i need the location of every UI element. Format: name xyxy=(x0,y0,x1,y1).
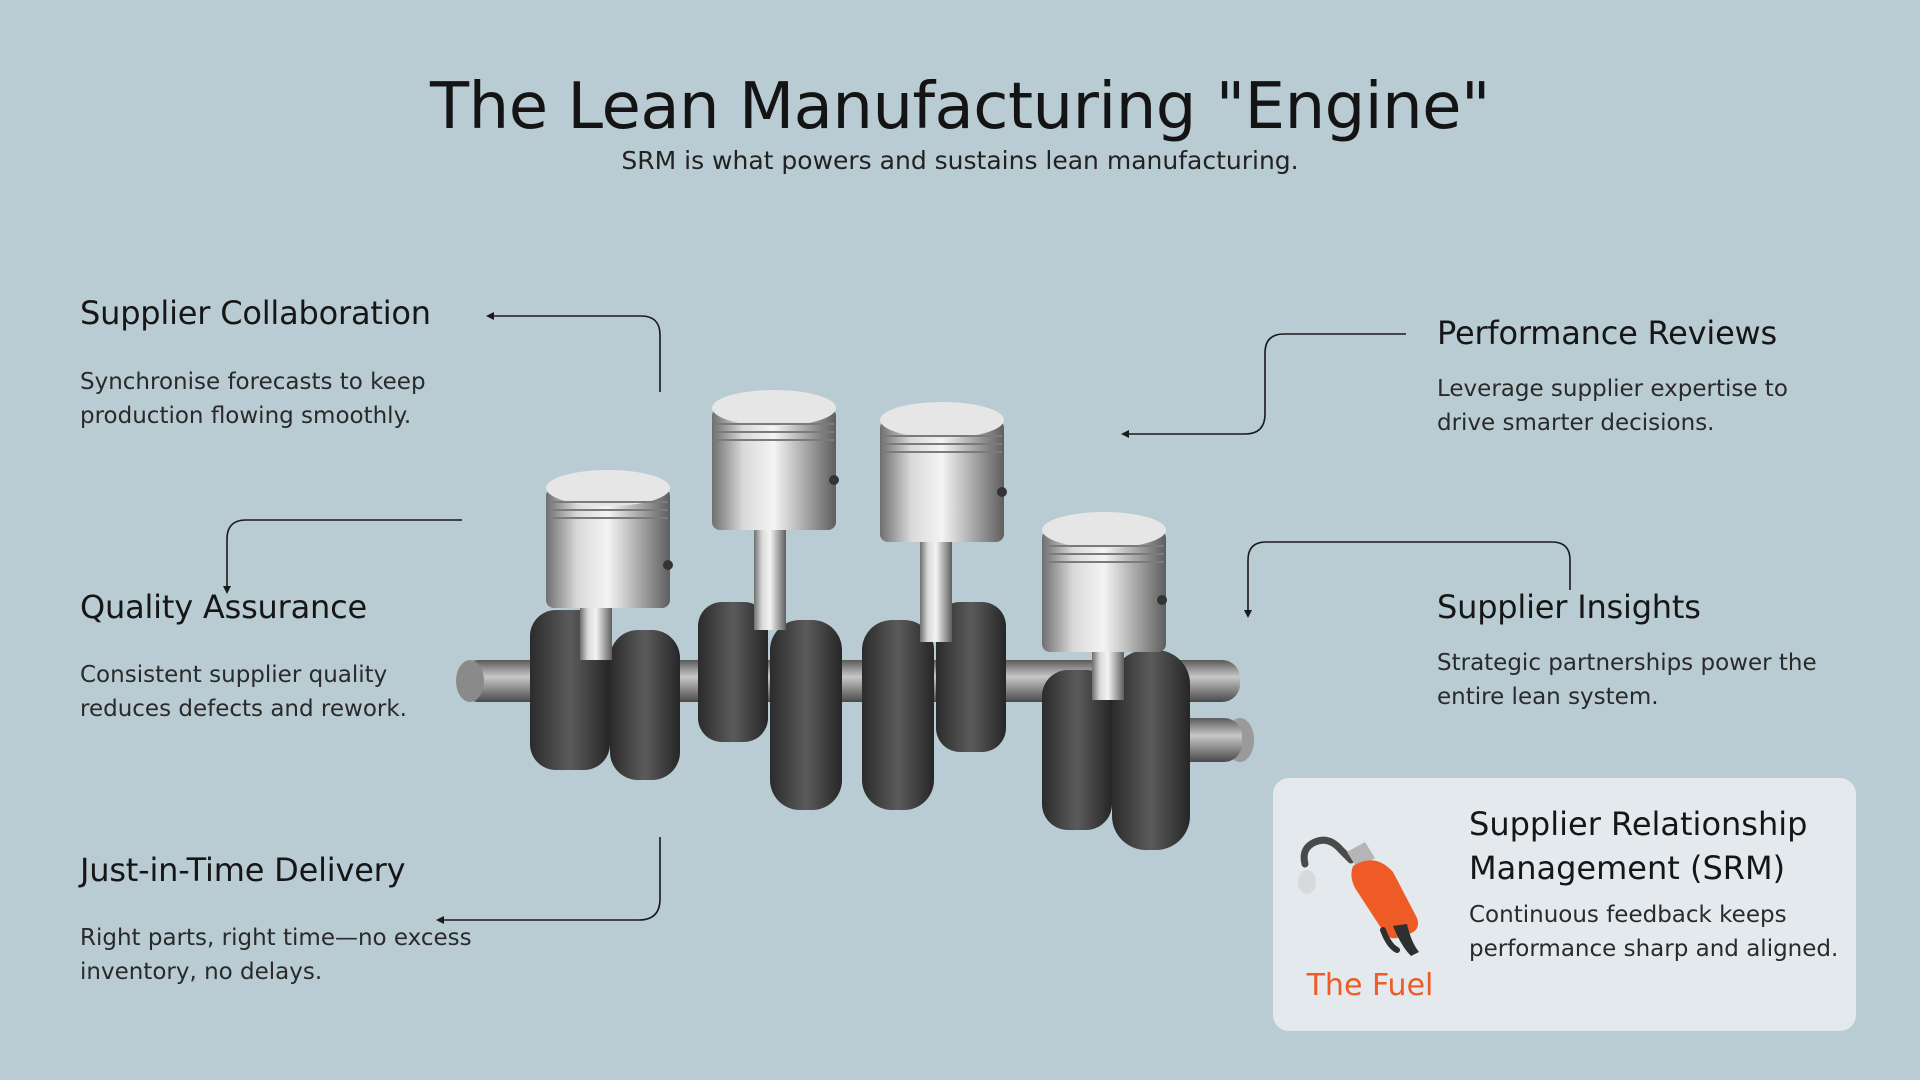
supplier-collaboration-title: Supplier Collaboration xyxy=(80,294,431,332)
performance-reviews-text: Leverage supplier expertise to drive sma… xyxy=(1437,376,1788,436)
just-in-time-title: Just-in-Time Delivery xyxy=(80,851,406,889)
fuel-pump-icon xyxy=(1298,836,1419,956)
performance-reviews-block: Performance Reviews Leverage supplier ex… xyxy=(1437,314,1837,440)
piston-1 xyxy=(530,470,680,780)
page-title: The Lean Manufacturing "Engine" xyxy=(430,70,1490,144)
fuel-label: The Fuel xyxy=(1306,968,1434,1003)
arrow-just-in-time xyxy=(442,837,661,921)
supplier-collaboration-block: Supplier Collaboration Synchronise forec… xyxy=(80,294,460,433)
supplier-collaboration-text: Synchronise forecasts to keep production… xyxy=(80,369,426,429)
arrow-supplier-collaboration xyxy=(492,315,661,392)
supplier-insights-text: Strategic partnerships power the entire … xyxy=(1437,650,1817,710)
piston-4 xyxy=(1042,512,1190,850)
page-subtitle: SRM is what powers and sustains lean man… xyxy=(621,146,1299,175)
piston-3 xyxy=(862,402,1007,810)
quality-assurance-text: Consistent supplier quality reduces defe… xyxy=(80,662,407,722)
arrow-quality-assurance xyxy=(226,519,462,588)
arrow-supplier-insights xyxy=(1247,541,1571,612)
performance-reviews-title: Performance Reviews xyxy=(1437,314,1777,352)
arrow-performance-reviews xyxy=(1127,333,1406,435)
srm-fuel-card: The Fuel Supplier Relationship Managemen… xyxy=(1273,778,1856,1031)
piston-2 xyxy=(698,390,842,810)
just-in-time-block: Just-in-Time Delivery Right parts, right… xyxy=(80,851,480,989)
quality-assurance-title: Quality Assurance xyxy=(80,588,367,626)
just-in-time-text: Right parts, right time—no excess invent… xyxy=(80,925,472,985)
shaft-end-left xyxy=(456,660,484,702)
quality-assurance-block: Quality Assurance Consistent supplier qu… xyxy=(80,588,480,726)
srm-title: Supplier Relationship Management (SRM) xyxy=(1469,805,1808,887)
crankshaft-pistons-illustration xyxy=(456,390,1254,850)
supplier-insights-title: Supplier Insights xyxy=(1437,588,1701,626)
srm-text: Continuous feedback keeps performance sh… xyxy=(1469,902,1839,962)
supplier-insights-block: Supplier Insights Strategic partnerships… xyxy=(1437,588,1837,714)
